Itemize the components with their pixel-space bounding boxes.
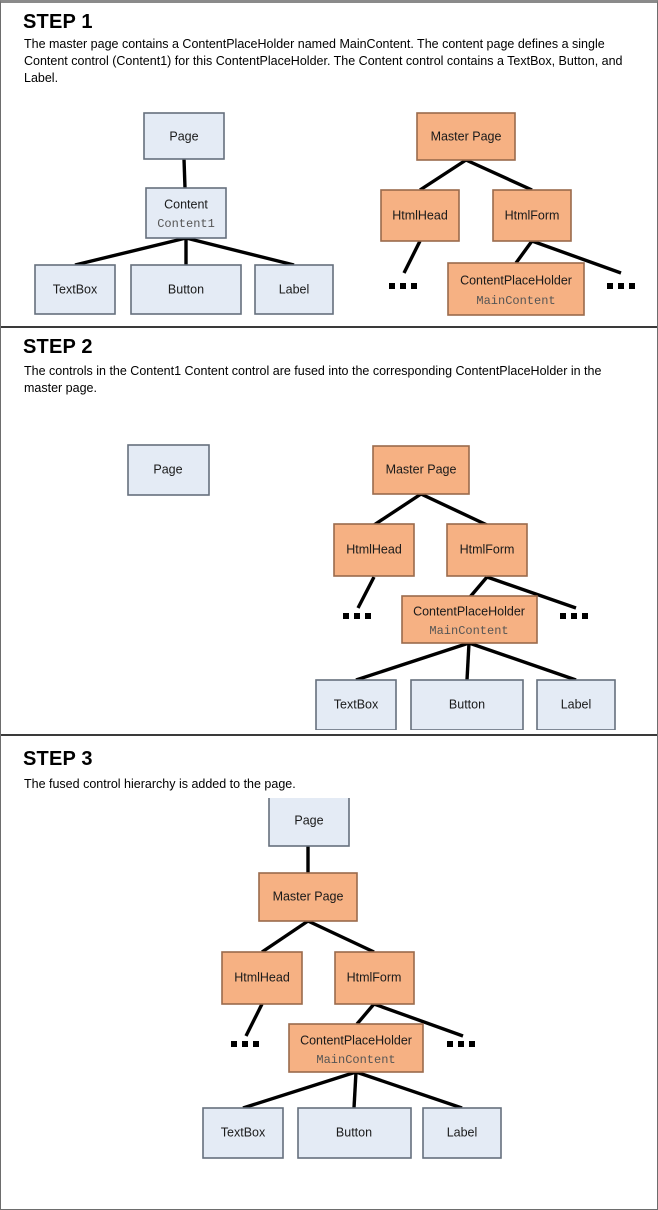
node-button-label: Button [449, 697, 485, 711]
node-button[interactable]: Button [410, 679, 524, 730]
node-label[interactable]: Label [422, 1107, 502, 1159]
node-textbox-label: TextBox [53, 282, 98, 296]
step-3-description: The fused control hierarchy is added to … [24, 777, 296, 791]
step-2-section: STEP 2 The controls in the Content1 Cont… [1, 328, 657, 736]
step-3-edges [242, 846, 464, 1110]
node-button-label: Button [168, 282, 204, 296]
ellipsis-left-icon [343, 613, 371, 619]
step-2-edges [355, 492, 577, 682]
node-htmlform[interactable]: HtmlForm [446, 523, 528, 577]
node-htmlform[interactable]: HtmlForm [334, 951, 415, 1005]
node-content-label: Content [164, 197, 208, 211]
step-1-heading: STEP 1 [23, 11, 93, 33]
node-textbox[interactable]: TextBox [202, 1107, 284, 1159]
node-textbox[interactable]: TextBox [34, 264, 116, 315]
node-master-page[interactable]: Master Page [372, 445, 470, 495]
node-page[interactable]: Page [268, 798, 350, 847]
node-htmlform-label: HtmlForm [460, 542, 515, 556]
node-htmlhead-label: HtmlHead [392, 208, 448, 222]
node-htmlform-label: HtmlForm [505, 208, 560, 222]
node-button[interactable]: Button [130, 264, 242, 315]
node-content-sublabel: Content1 [157, 217, 215, 231]
node-textbox[interactable]: TextBox [315, 679, 397, 730]
node-contentplaceholder[interactable]: ContentPlaceHolder MainContent [447, 262, 585, 316]
node-content[interactable]: Content Content1 [145, 187, 227, 239]
node-textbox-label: TextBox [334, 697, 379, 711]
step-3-section: STEP 3 The fused control hierarchy is ad… [1, 736, 657, 1207]
node-page[interactable]: Page [127, 444, 210, 496]
node-contentplaceholder-label: ContentPlaceHolder [300, 1033, 412, 1047]
node-htmlhead[interactable]: HtmlHead [333, 523, 415, 577]
node-contentplaceholder[interactable]: ContentPlaceHolder MainContent [288, 1023, 424, 1073]
node-master-page[interactable]: Master Page [258, 872, 358, 922]
node-htmlhead-label: HtmlHead [234, 970, 290, 984]
ellipsis-right-icon [560, 613, 588, 619]
node-contentplaceholder[interactable]: ContentPlaceHolder MainContent [401, 595, 538, 644]
step-1-section: STEP 1 The master page contains a Conten… [1, 3, 657, 328]
step-3-heading: STEP 3 [23, 748, 93, 770]
node-htmlhead[interactable]: HtmlHead [380, 189, 460, 242]
step-2-description: The controls in the Content1 Content con… [24, 364, 602, 395]
ellipsis-right-icon [447, 1041, 475, 1047]
node-label-label: Label [447, 1125, 478, 1139]
step-1-description: The master page contains a ContentPlaceH… [24, 37, 623, 85]
step-2-diagram: Page Master Page HtmlHead HtmlForm Conte… [127, 444, 616, 730]
node-contentplaceholder-sublabel: MainContent [316, 1053, 395, 1067]
step-1-edges-content-page [74, 158, 295, 267]
node-master-page-label: Master Page [273, 889, 344, 903]
node-htmlform[interactable]: HtmlForm [492, 189, 572, 242]
node-page[interactable]: Page [143, 112, 225, 160]
node-page-label: Page [169, 129, 198, 143]
ellipsis-left-icon [231, 1041, 259, 1047]
node-label-label: Label [279, 282, 310, 296]
ellipsis-left-icon [389, 283, 417, 289]
node-htmlhead[interactable]: HtmlHead [221, 951, 303, 1005]
node-page-label: Page [153, 462, 182, 476]
node-label-label: Label [561, 697, 592, 711]
ellipsis-right-icon [607, 283, 635, 289]
node-contentplaceholder-sublabel: MainContent [429, 624, 508, 638]
node-contentplaceholder-sublabel: MainContent [476, 294, 555, 308]
node-master-page-label: Master Page [431, 129, 502, 143]
node-label[interactable]: Label [536, 679, 616, 730]
node-label[interactable]: Label [254, 264, 334, 315]
node-master-page[interactable]: Master Page [416, 112, 516, 161]
step-3-diagram: Page Master Page HtmlHead HtmlForm Conte… [202, 798, 502, 1159]
node-htmlhead-label: HtmlHead [346, 542, 402, 556]
node-textbox-label: TextBox [221, 1125, 266, 1139]
node-button-label: Button [336, 1125, 372, 1139]
step-2-heading: STEP 2 [23, 336, 93, 358]
node-htmlform-label: HtmlForm [347, 970, 402, 984]
node-button[interactable]: Button [297, 1107, 412, 1159]
step-1-edges-master-page [402, 158, 622, 275]
node-contentplaceholder-label: ContentPlaceHolder [460, 273, 572, 287]
step-1-diagram: Page Content Content1 TextBox Button Lab… [34, 112, 635, 316]
node-contentplaceholder-label: ContentPlaceHolder [413, 604, 525, 618]
node-page-label: Page [294, 813, 323, 827]
node-master-page-label: Master Page [386, 462, 457, 476]
